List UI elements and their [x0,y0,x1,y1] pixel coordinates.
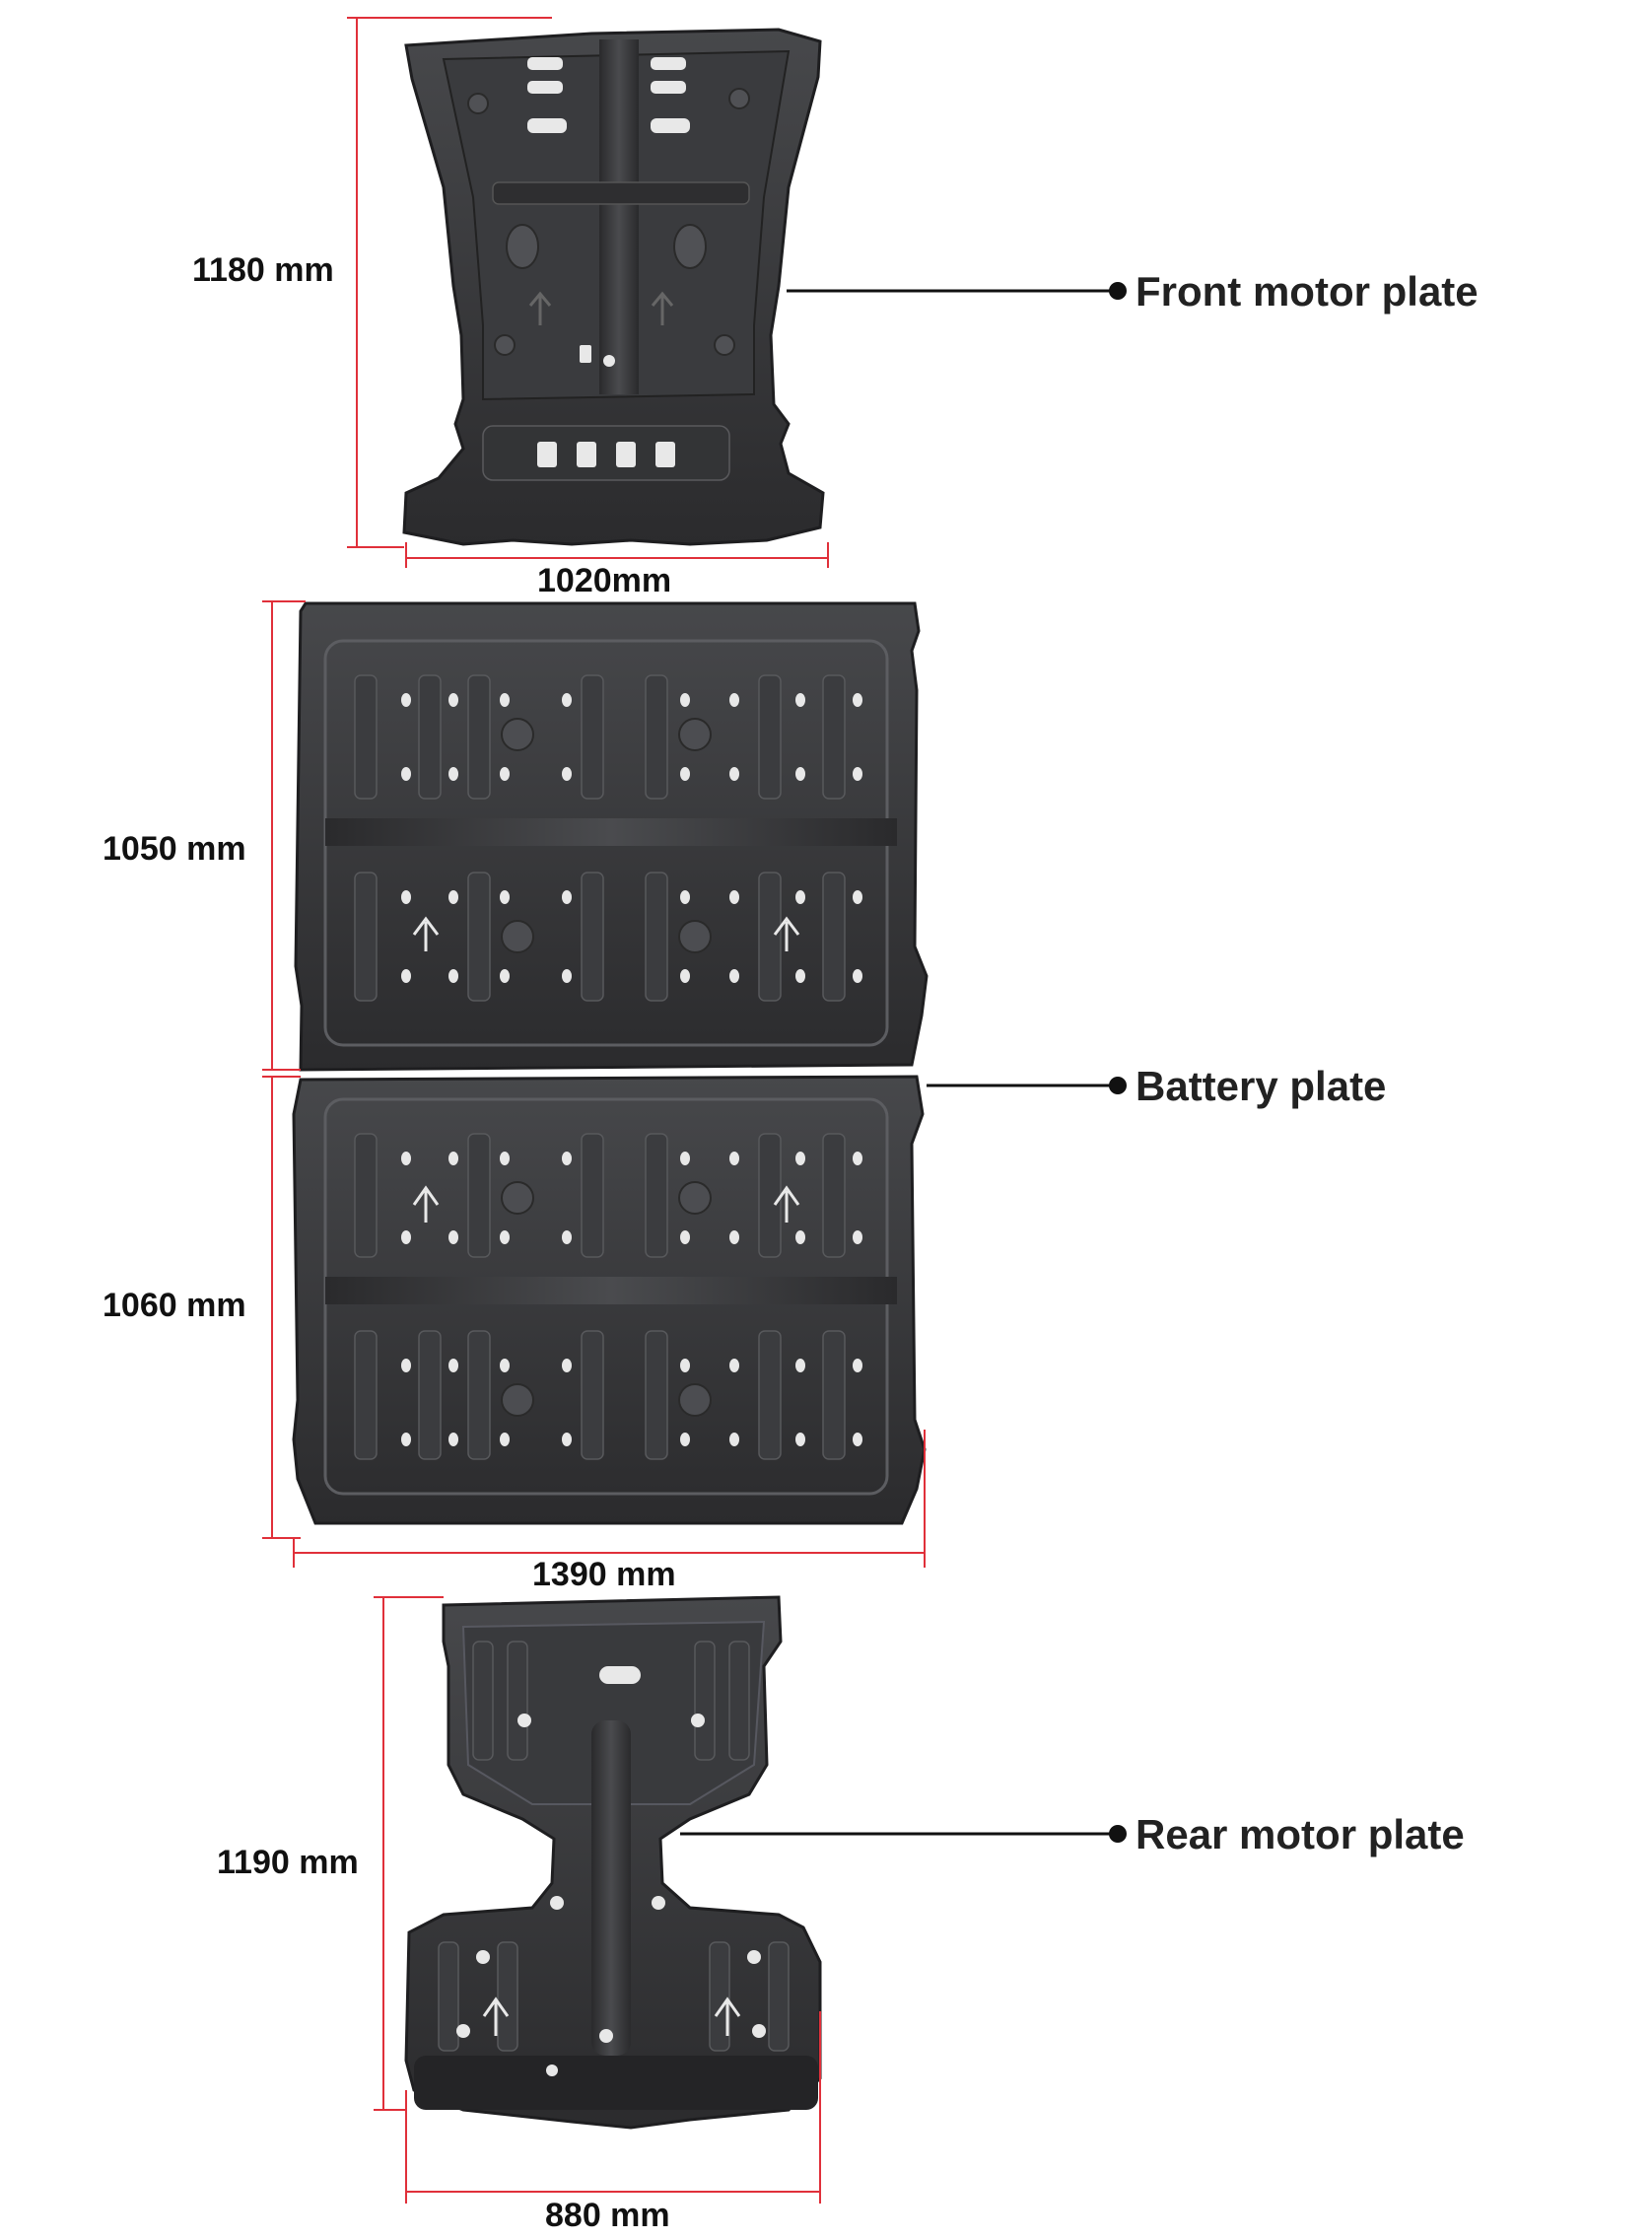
rear-motor-plate [404,1595,822,2130]
front-plate-center-rib [599,39,639,394]
battery-upper-height-dimension: 1050 mm [103,830,246,868]
battery-upper-ribs [354,674,846,1002]
rear-plate-ribs [438,1641,790,2052]
front-height-dimension: 1180 mm [192,251,334,289]
front-dimensions [347,17,829,568]
rear-plate-center-rib [591,1720,631,2056]
rear-width-dimension: 880 mm [545,2197,670,2234]
battery-lower-arrows [412,1185,800,1223]
battery-upper-bosses [501,718,712,953]
rear-motor-plate-label: Rear motor plate [1136,1811,1465,1857]
front-plate-crossbar [492,181,750,205]
battery-lower-ribs [354,1133,846,1460]
rear-plate-top-panel [461,1620,766,1805]
battery-plate-label: Battery plate [1136,1063,1386,1109]
battery-dimensions [262,600,926,1568]
battery-lower-holes [401,1152,862,1446]
front-plate-slots [527,57,690,467]
rear-plate-arrows [482,1996,741,2036]
battery-lower-height-dimension: 1060 mm [103,1287,246,1324]
front-motor-plate [402,28,825,546]
battery-leader [927,1077,1127,1094]
front-width-dimension: 1020mm [537,562,671,599]
front-leader [787,282,1127,300]
front-motor-plate-label: Front motor plate [1136,268,1479,315]
rear-leader [680,1825,1127,1843]
battery-plate-upper [294,601,929,1072]
battery-lower-divider [325,1277,897,1304]
front-plate-arrows [528,291,674,325]
battery-lower-bosses [501,1181,712,1417]
battery-upper-divider [325,818,897,846]
battery-width-dimension: 1390 mm [532,1556,676,1593]
rear-plate-bottom-band [414,2056,818,2110]
battery-upper-holes [401,693,862,983]
battery-plate-lower [292,1075,927,1525]
front-plate-bosses [467,88,750,356]
rear-dimensions [374,1596,821,2204]
rear-plate-holes [456,1666,766,2076]
front-plate-lower-panel [482,425,730,481]
rear-height-dimension: 1190 mm [217,1844,359,1881]
battery-upper-arrows [412,916,800,951]
